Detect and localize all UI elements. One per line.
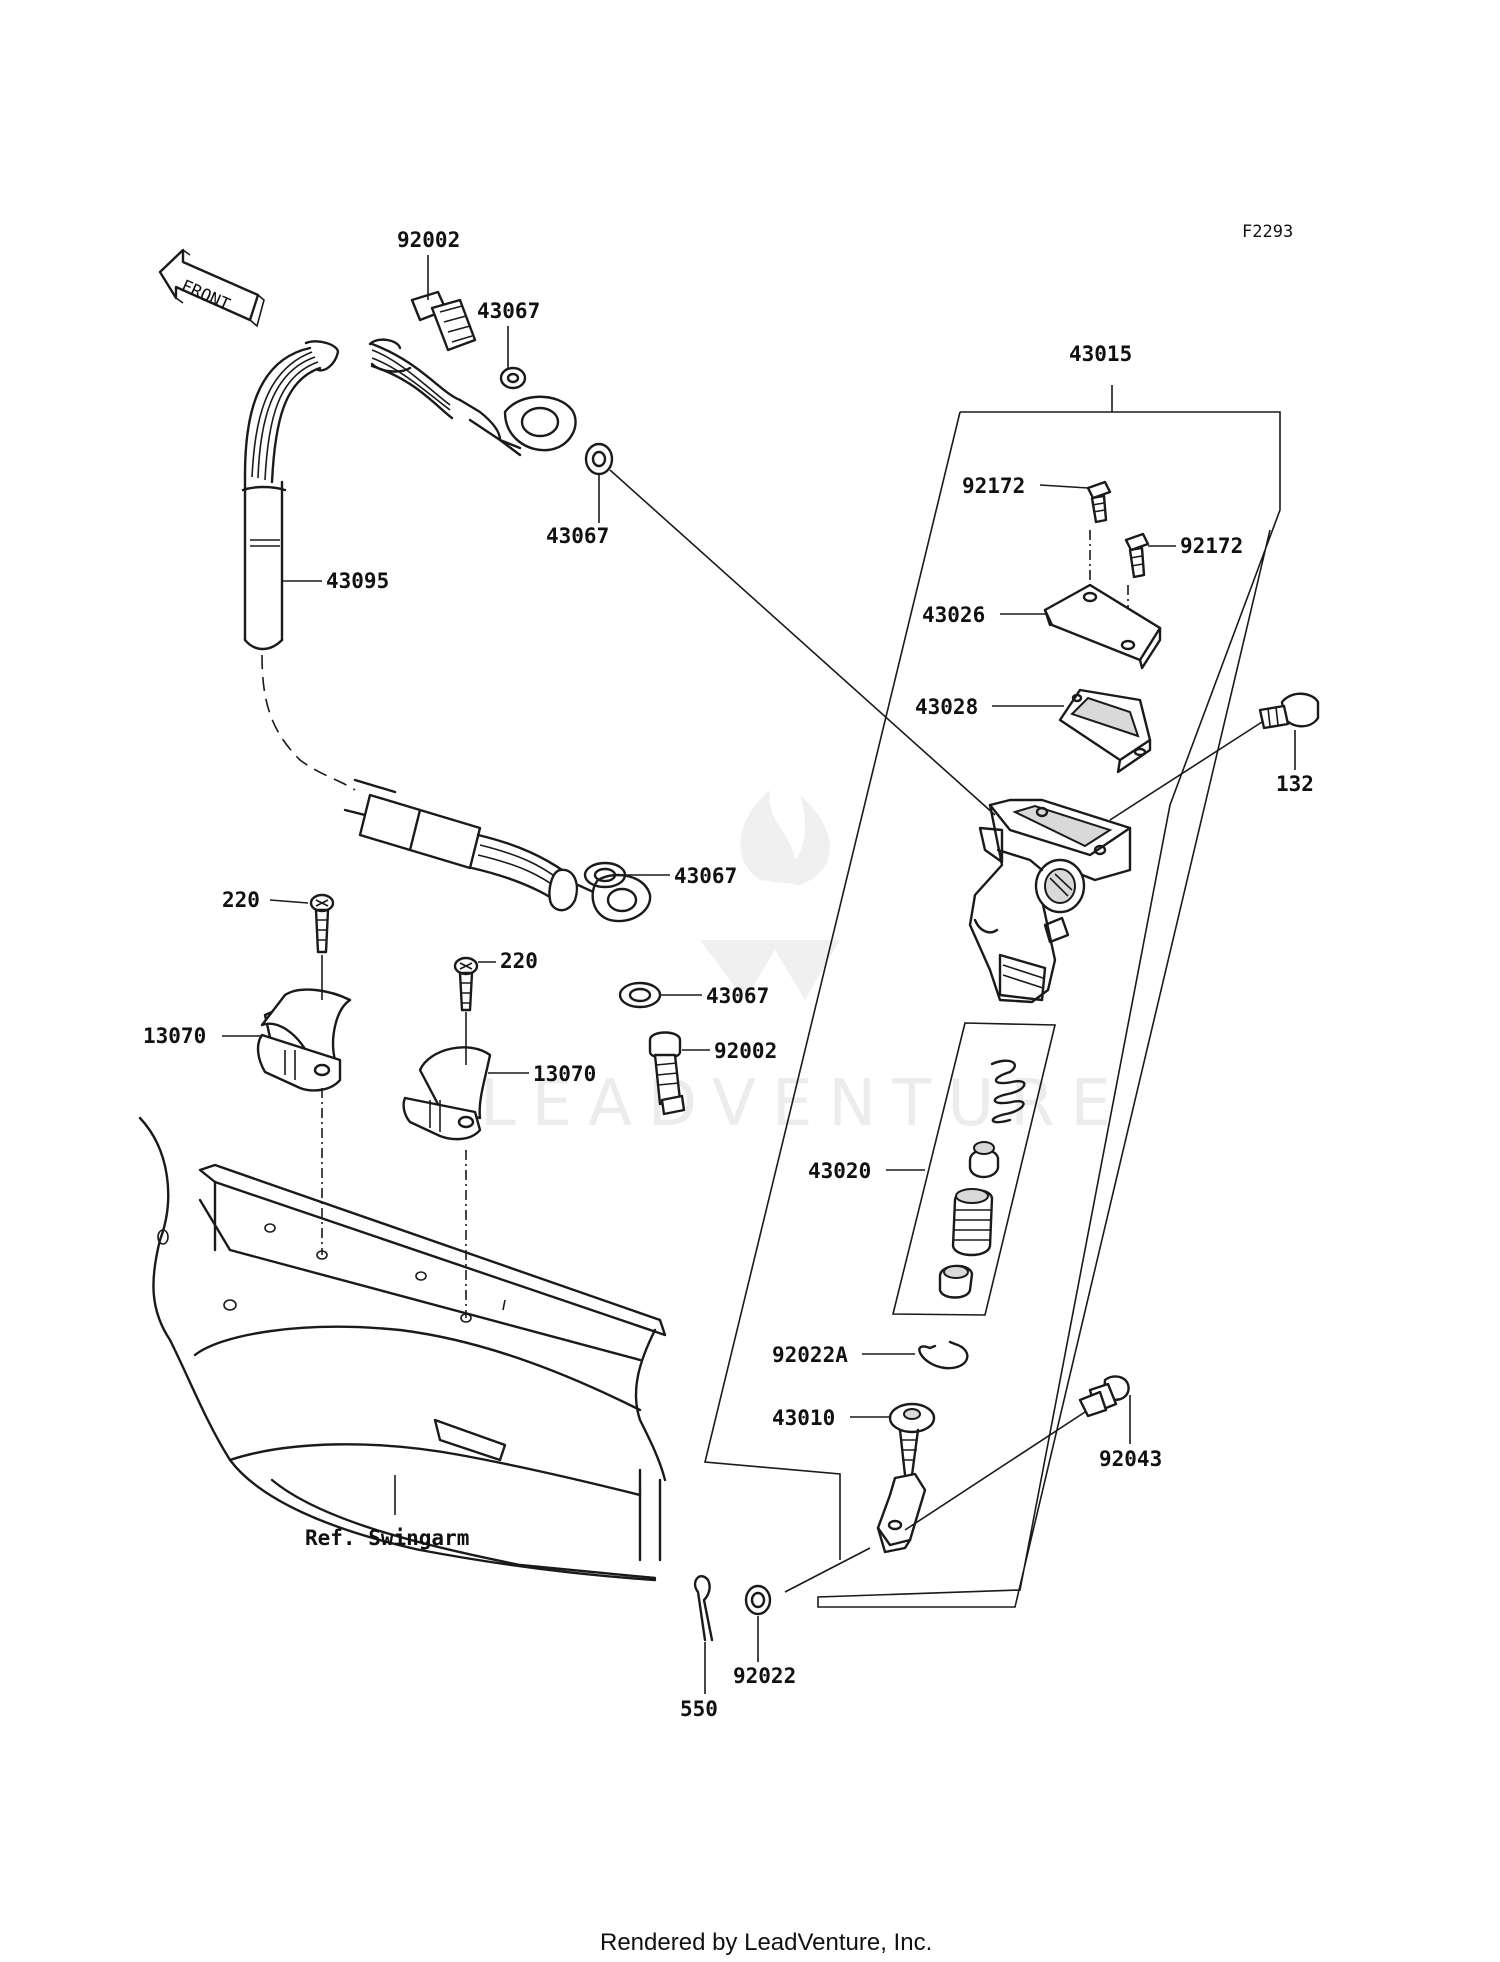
label-92172-b: 92172 [1180,534,1243,558]
label-43020: 43020 [808,1159,871,1183]
reservoir-diaphragm [1058,688,1152,774]
label-13070-a: 13070 [143,1024,206,1048]
label-43015: 43015 [1069,342,1132,366]
pushrod [876,1402,936,1554]
hose-clamp-a [256,988,352,1092]
cotter-pin-550 [693,1575,714,1642]
label-92172-a: 92172 [962,474,1025,498]
piston [951,1188,994,1257]
label-92002-b: 92002 [714,1039,777,1063]
label-43095: 43095 [326,569,389,593]
copper-washer-low-1 [583,861,627,889]
label-43067-b: 43067 [546,524,609,548]
label-132: 132 [1276,772,1314,796]
kit-43020-outline [891,1022,1057,1316]
washer-92022 [744,1584,772,1616]
footer-credit: Rendered by LeadVenture, Inc. [600,1929,932,1956]
screw-220-a [309,893,335,954]
label-43026: 43026 [922,603,985,627]
banjo-bolt-top [410,290,477,352]
screw-92172-b [1124,532,1150,579]
reservoir-cap [1043,583,1162,670]
label-13070-b: 13070 [533,1062,596,1086]
hose-clamp-b [402,1046,492,1141]
label-220-b: 220 [500,949,538,973]
label-220-a: 220 [222,888,260,912]
label-92022A: 92022A [772,1343,848,1367]
ref-swingarm-label: Ref. Swingarm [305,1526,469,1550]
assembly-43015-outline [704,411,1281,1608]
label-43067-a: 43067 [477,299,540,323]
diagram-code: F2293 [1242,222,1293,242]
circlip-92022A [918,1340,969,1370]
front-arrow-icon: FRONT [158,248,265,328]
label-43028: 43028 [915,695,978,719]
label-92022: 92022 [733,1664,796,1688]
copper-washer-top-2 [584,442,614,476]
clevis-pin-92043 [1078,1375,1130,1418]
brake-hose [241,338,652,923]
label-550: 550 [680,1697,718,1721]
copper-washer-top-1 [499,366,527,390]
piston-cup-primary [968,1141,1000,1179]
bolt-132 [1258,692,1320,730]
label-92043: 92043 [1099,1447,1162,1471]
swingarm-reference [138,1116,667,1582]
label-43067-d: 43067 [706,984,769,1008]
label-92002-top: 92002 [397,228,460,252]
screw-220-b [453,956,479,1012]
piston-spring [990,1059,1026,1124]
label-43010: 43010 [772,1406,835,1430]
master-cylinder-body [968,798,1132,1004]
label-43067-c: 43067 [674,864,737,888]
piston-cup-secondary [938,1264,974,1299]
banjo-bolt-lower [648,1031,686,1116]
screw-92172-a [1086,480,1112,524]
copper-washer-low-2 [618,981,662,1009]
